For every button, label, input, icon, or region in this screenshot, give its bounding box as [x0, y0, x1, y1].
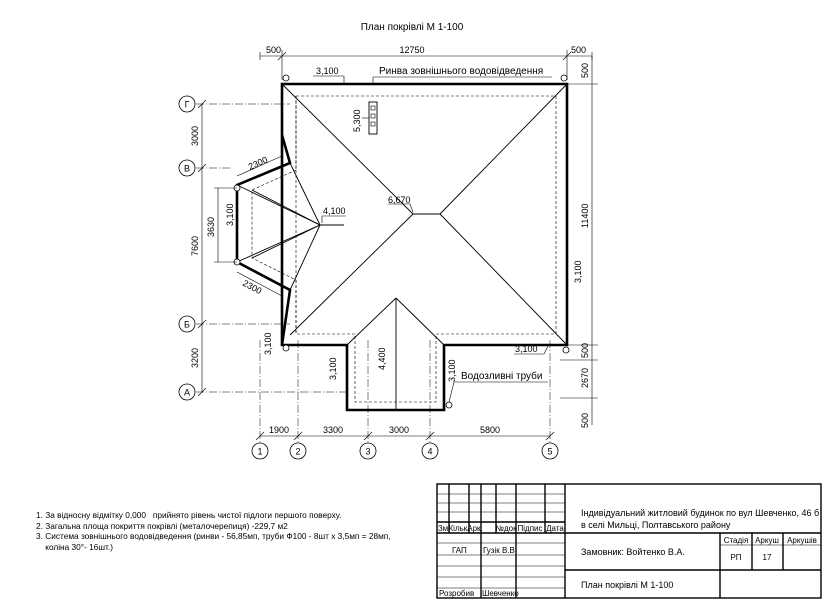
axis-bubbles-numbers: 1 2 3 4 5 — [251, 442, 559, 460]
dim-wing-edge-top: 2300 — [247, 155, 269, 172]
dim-left-1: 3000 — [190, 126, 200, 146]
stamp-header-kilk: Кільк. — [449, 524, 470, 533]
hip-lines — [236, 83, 568, 410]
dimensions-bottom: 1900 3300 3000 5800 — [255, 425, 555, 441]
level-eave-right-low: 3,100 — [515, 344, 538, 354]
dim-bottom-3: 3000 — [389, 425, 409, 435]
dim-bottom-2: 3300 — [323, 425, 343, 435]
note-line: 3. Система зовнішнього водовідведення (р… — [36, 531, 391, 541]
stamp-dev-role: Розробив — [439, 589, 474, 598]
dim-wing: 3630 — [206, 217, 216, 237]
dim-wing-edge-bottom: 2300 — [241, 278, 263, 296]
level-porch-ridge: 4,400 — [377, 347, 387, 370]
dim-right-top: 500 — [580, 63, 590, 78]
downpipes-callout: Водозливні труби — [461, 370, 542, 382]
drawing-title: План покрівлі М 1-100 — [361, 22, 464, 33]
level-ridge-main: 6,670 — [388, 195, 411, 205]
downpipe-markers — [233, 74, 570, 409]
note-line: 2. Загальна площа покриття покрівлі (мет… — [36, 520, 288, 531]
axis-letter-b: Б — [184, 320, 190, 330]
callouts: Ринва зовнішнього водовідведення Водозли… — [372, 66, 552, 403]
dim-right-b: 500 — [580, 343, 590, 358]
downpipe-icon — [562, 346, 570, 354]
stamp-header-data: Дата — [546, 524, 564, 533]
stamp-stage: РП — [730, 553, 741, 562]
stamp-header-zm: Зм — [438, 524, 448, 533]
stamp-sheet-header: Аркуш — [755, 536, 779, 545]
downpipe-icon — [282, 344, 290, 352]
level-ridge-wing: 4,100 — [323, 206, 346, 216]
downpipe-icon — [445, 401, 453, 409]
stamp-project-line2: в селі Мильці, Полтавського району — [581, 520, 731, 530]
dim-right-total: 11400 — [580, 204, 590, 228]
axis-number-5: 5 — [547, 447, 552, 457]
stamp-gap-name: Гузік В.В. — [483, 546, 517, 555]
dim-right-lower: 2670 — [580, 368, 590, 388]
stamp-client: Замовник: Войтенко В.А. — [581, 547, 685, 557]
dim-top-total: 12750 — [399, 45, 424, 55]
stamp-sheet-number: 17 — [763, 553, 772, 562]
stamp-sheets-header: Аркушів — [787, 536, 817, 545]
dimensions-right: 500 11400 500 2670 500 — [560, 56, 598, 428]
stamp-header-ark: Арк. — [467, 524, 483, 533]
axis-number-4: 4 — [427, 447, 432, 457]
stamp-gap-role: ГАП — [452, 546, 467, 555]
dim-bottom-4: 5800 — [480, 425, 500, 435]
dim-left-3: 3200 — [190, 348, 200, 368]
axis-grid — [196, 103, 551, 442]
downpipe-icon — [282, 74, 290, 82]
stamp-project-line1: Індивідуальний житловий будинок по вул Ш… — [581, 508, 819, 518]
roof-outline — [235, 82, 569, 412]
dim-top-left: 500 — [266, 45, 281, 55]
downpipe-icon — [560, 74, 568, 82]
axis-number-2: 2 — [295, 447, 300, 457]
note-line: коліна 30°- 16шт.) — [36, 541, 114, 552]
dim-left-2: 7600 — [190, 236, 200, 256]
axis-bubbles-letters: Г В Б А — [178, 95, 196, 401]
axis-letter-v: В — [184, 164, 190, 174]
dim-top-right: 500 — [571, 45, 586, 55]
stamp-header-pidpys: Підпис — [518, 524, 543, 533]
axis-number-1: 1 — [257, 447, 262, 457]
level-porch-right: 3,100 — [447, 359, 457, 382]
title-block: Зм Кільк. Арк. №док Підпис Дата ГАП Гузі… — [436, 483, 822, 599]
level-eave-left-low: 3,100 — [263, 332, 273, 355]
general-notes: 1. За відносну відмітку 0,000 прийнято р… — [36, 510, 426, 552]
dim-right-bottom: 500 — [580, 413, 590, 428]
wall-lines — [251, 95, 557, 403]
stamp-dev-name: Шевченко — [482, 589, 519, 598]
gutter-callout: Ринва зовнішнього водовідведення — [379, 66, 543, 77]
stamp-header-ndok: №док — [495, 524, 517, 533]
level-eave-right: 3,100 — [573, 260, 583, 283]
note-line: 1. За відносну відмітку 0,000 прийнято р… — [36, 510, 342, 520]
axis-number-3: 3 — [365, 447, 370, 457]
dim-bottom-1: 1900 — [269, 425, 289, 435]
stamp-stage-header: Стадія — [724, 536, 749, 545]
level-marks: 3,100 5,300 6,670 4,100 3,100 3,100 3,10… — [225, 66, 583, 382]
axis-letter-a: А — [184, 388, 190, 398]
stamp-sheet-title: План покрівлі М 1-100 — [581, 580, 673, 590]
chimney-icon — [368, 101, 378, 135]
level-eave-top: 3,100 — [316, 66, 339, 76]
level-pipe: 5,300 — [352, 109, 362, 132]
level-porch-left: 3,100 — [328, 357, 338, 380]
axis-letter-g: Г — [185, 100, 190, 110]
level-eave-wing: 3,100 — [225, 203, 235, 226]
